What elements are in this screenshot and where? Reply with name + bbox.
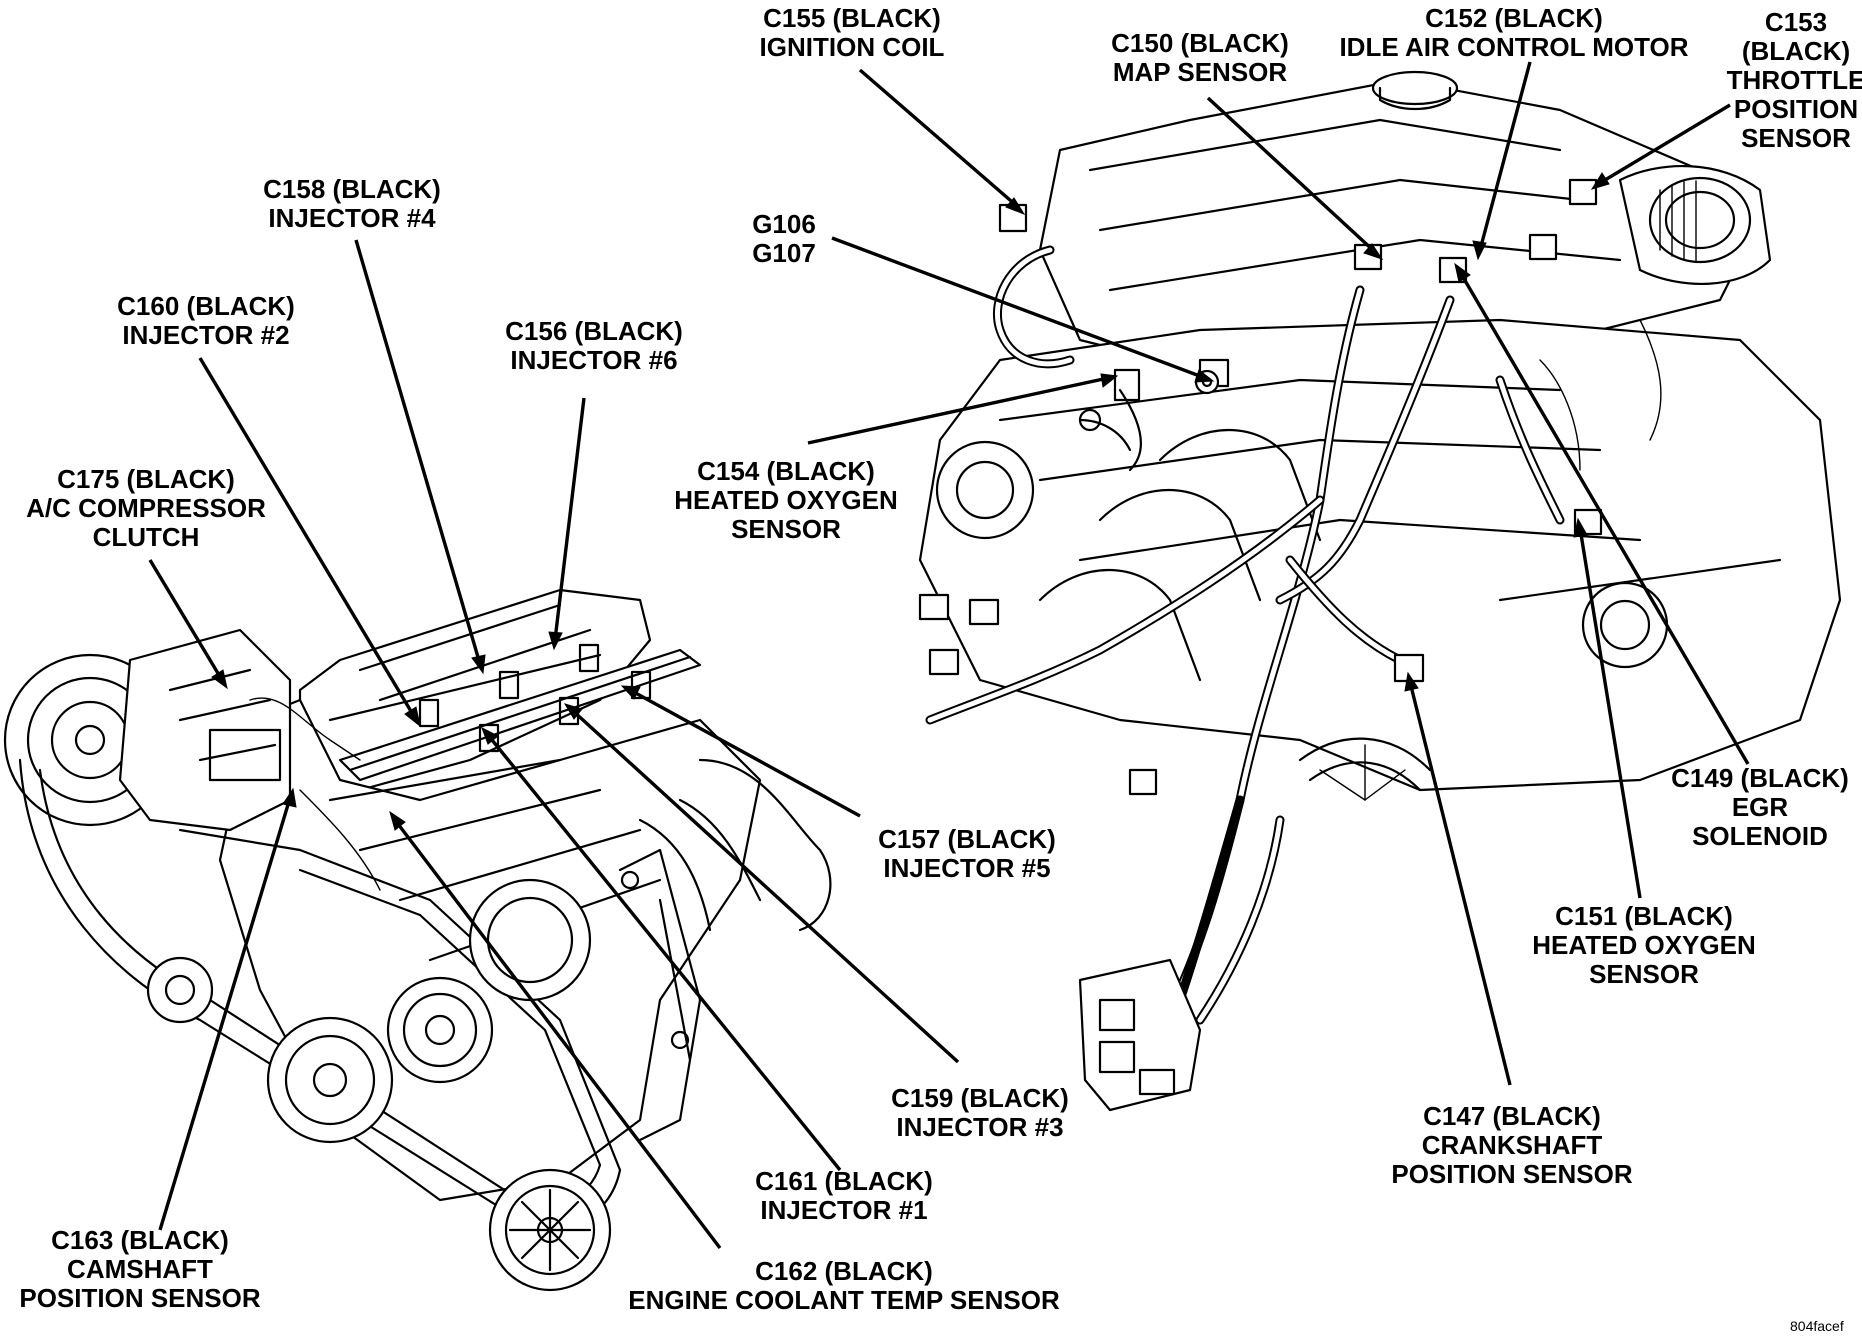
label-c149-egr-solenoid: C149 (BLACK) EGR SOLENOID (1671, 764, 1849, 851)
label-c159-injector-3: C159 (BLACK) INJECTOR #3 (891, 1084, 1069, 1142)
label-line: C147 (BLACK) (1423, 1101, 1601, 1131)
label-c161-injector-1: C161 (BLACK) INJECTOR #1 (755, 1167, 933, 1225)
label-line: INJECTOR #4 (268, 203, 436, 233)
label-line: INJECTOR #1 (760, 1195, 928, 1225)
label-line: POSITION (1733, 94, 1859, 124)
label-line: HEATED OXYGEN (1532, 930, 1756, 960)
label-line: CRANKSHAFT (1421, 1130, 1603, 1160)
label-line: THROTTLE (1726, 65, 1862, 95)
label-line: C175 (BLACK) (57, 464, 235, 494)
label-line: C157 (BLACK) (878, 824, 1056, 854)
label-line: POSITION SENSOR (19, 1283, 261, 1313)
label-line: G106 (752, 209, 816, 239)
label-line: C158 (BLACK) (263, 174, 441, 204)
label-line: EGR (1731, 792, 1789, 822)
label-line: INJECTOR #6 (510, 345, 678, 375)
label-c156-injector-6: C156 (BLACK) INJECTOR #6 (505, 317, 683, 375)
label-g106-g107: G106 G107 (752, 210, 816, 268)
right-leader-lines (807, 61, 1750, 1086)
label-c163-camshaft-position-sensor: C163 (BLACK) CAMSHAFT POSITION SENSOR (19, 1226, 260, 1313)
label-line: C160 (BLACK) (117, 291, 295, 321)
label-line: IDLE AIR CONTROL MOTOR (1339, 32, 1689, 62)
label-line: MAP SENSOR (1112, 57, 1288, 87)
label-line: SENSOR (1741, 123, 1851, 153)
label-c154-heated-oxygen-sensor: C154 (BLACK) HEATED OXYGEN SENSOR (674, 457, 897, 544)
label-c152-idle-air-control-motor: C152 (BLACK) IDLE AIR CONTROL MOTOR (1339, 4, 1688, 62)
label-line: CAMSHAFT (67, 1254, 213, 1284)
label-c175-ac-compressor-clutch: C175 (BLACK) A/C COMPRESSOR CLUTCH (26, 465, 266, 552)
label-line: ENGINE COOLANT TEMP SENSOR (628, 1285, 1060, 1315)
label-line: C155 (BLACK) (763, 3, 941, 33)
label-line: C163 (BLACK) (51, 1225, 229, 1255)
label-c153-throttle-position-sensor: C153 (BLACK) THROTTLE POSITION SENSOR (1727, 8, 1862, 153)
label-line: C159 (BLACK) (891, 1083, 1069, 1113)
label-c151-heated-oxygen-sensor: C151 (BLACK) HEATED OXYGEN SENSOR (1532, 902, 1755, 989)
label-c160-injector-2: C160 (BLACK) INJECTOR #2 (117, 292, 295, 350)
label-line: A/C COMPRESSOR (26, 493, 266, 523)
label-line: C151 (BLACK) (1555, 901, 1733, 931)
label-line: HEATED OXYGEN (674, 485, 898, 515)
label-line: C150 (BLACK) (1111, 28, 1289, 58)
label-line: C149 (BLACK) (1671, 763, 1849, 793)
figure-code: 804facef (1790, 1318, 1844, 1334)
label-line: (BLACK) (1741, 36, 1851, 66)
left-engine-drawing (3, 588, 832, 1292)
label-c155-ignition-coil: C155 (BLACK) IGNITION COIL (760, 4, 945, 62)
left-leader-lines (148, 239, 960, 1250)
label-line: IGNITION COIL (759, 32, 945, 62)
label-line: C153 (1764, 7, 1828, 37)
right-engine-drawing (918, 70, 1842, 1112)
label-line: INJECTOR #3 (896, 1112, 1064, 1142)
label-line: SENSOR (731, 514, 841, 544)
label-line: C152 (BLACK) (1425, 3, 1603, 33)
label-line: C161 (BLACK) (755, 1166, 933, 1196)
label-line: CLUTCH (92, 522, 200, 552)
label-c158-injector-4: C158 (BLACK) INJECTOR #4 (263, 175, 441, 233)
label-line: C162 (BLACK) (755, 1256, 933, 1286)
label-c147-crankshaft-position-sensor: C147 (BLACK) CRANKSHAFT POSITION SENSOR (1391, 1102, 1632, 1189)
label-line: C154 (BLACK) (697, 456, 875, 486)
label-line: POSITION SENSOR (1391, 1159, 1633, 1189)
label-line: G107 (752, 238, 816, 268)
label-c157-injector-5: C157 (BLACK) INJECTOR #5 (878, 825, 1056, 883)
label-c162-engine-coolant-temp-sensor: C162 (BLACK) ENGINE COOLANT TEMP SENSOR (628, 1257, 1059, 1315)
label-line: SOLENOID (1692, 821, 1828, 851)
label-line: SENSOR (1589, 959, 1699, 989)
label-line: C156 (BLACK) (505, 316, 683, 346)
label-c150-map-sensor: C150 (BLACK) MAP SENSOR (1111, 29, 1289, 87)
label-line: INJECTOR #2 (122, 320, 290, 350)
label-line: INJECTOR #5 (883, 853, 1051, 883)
